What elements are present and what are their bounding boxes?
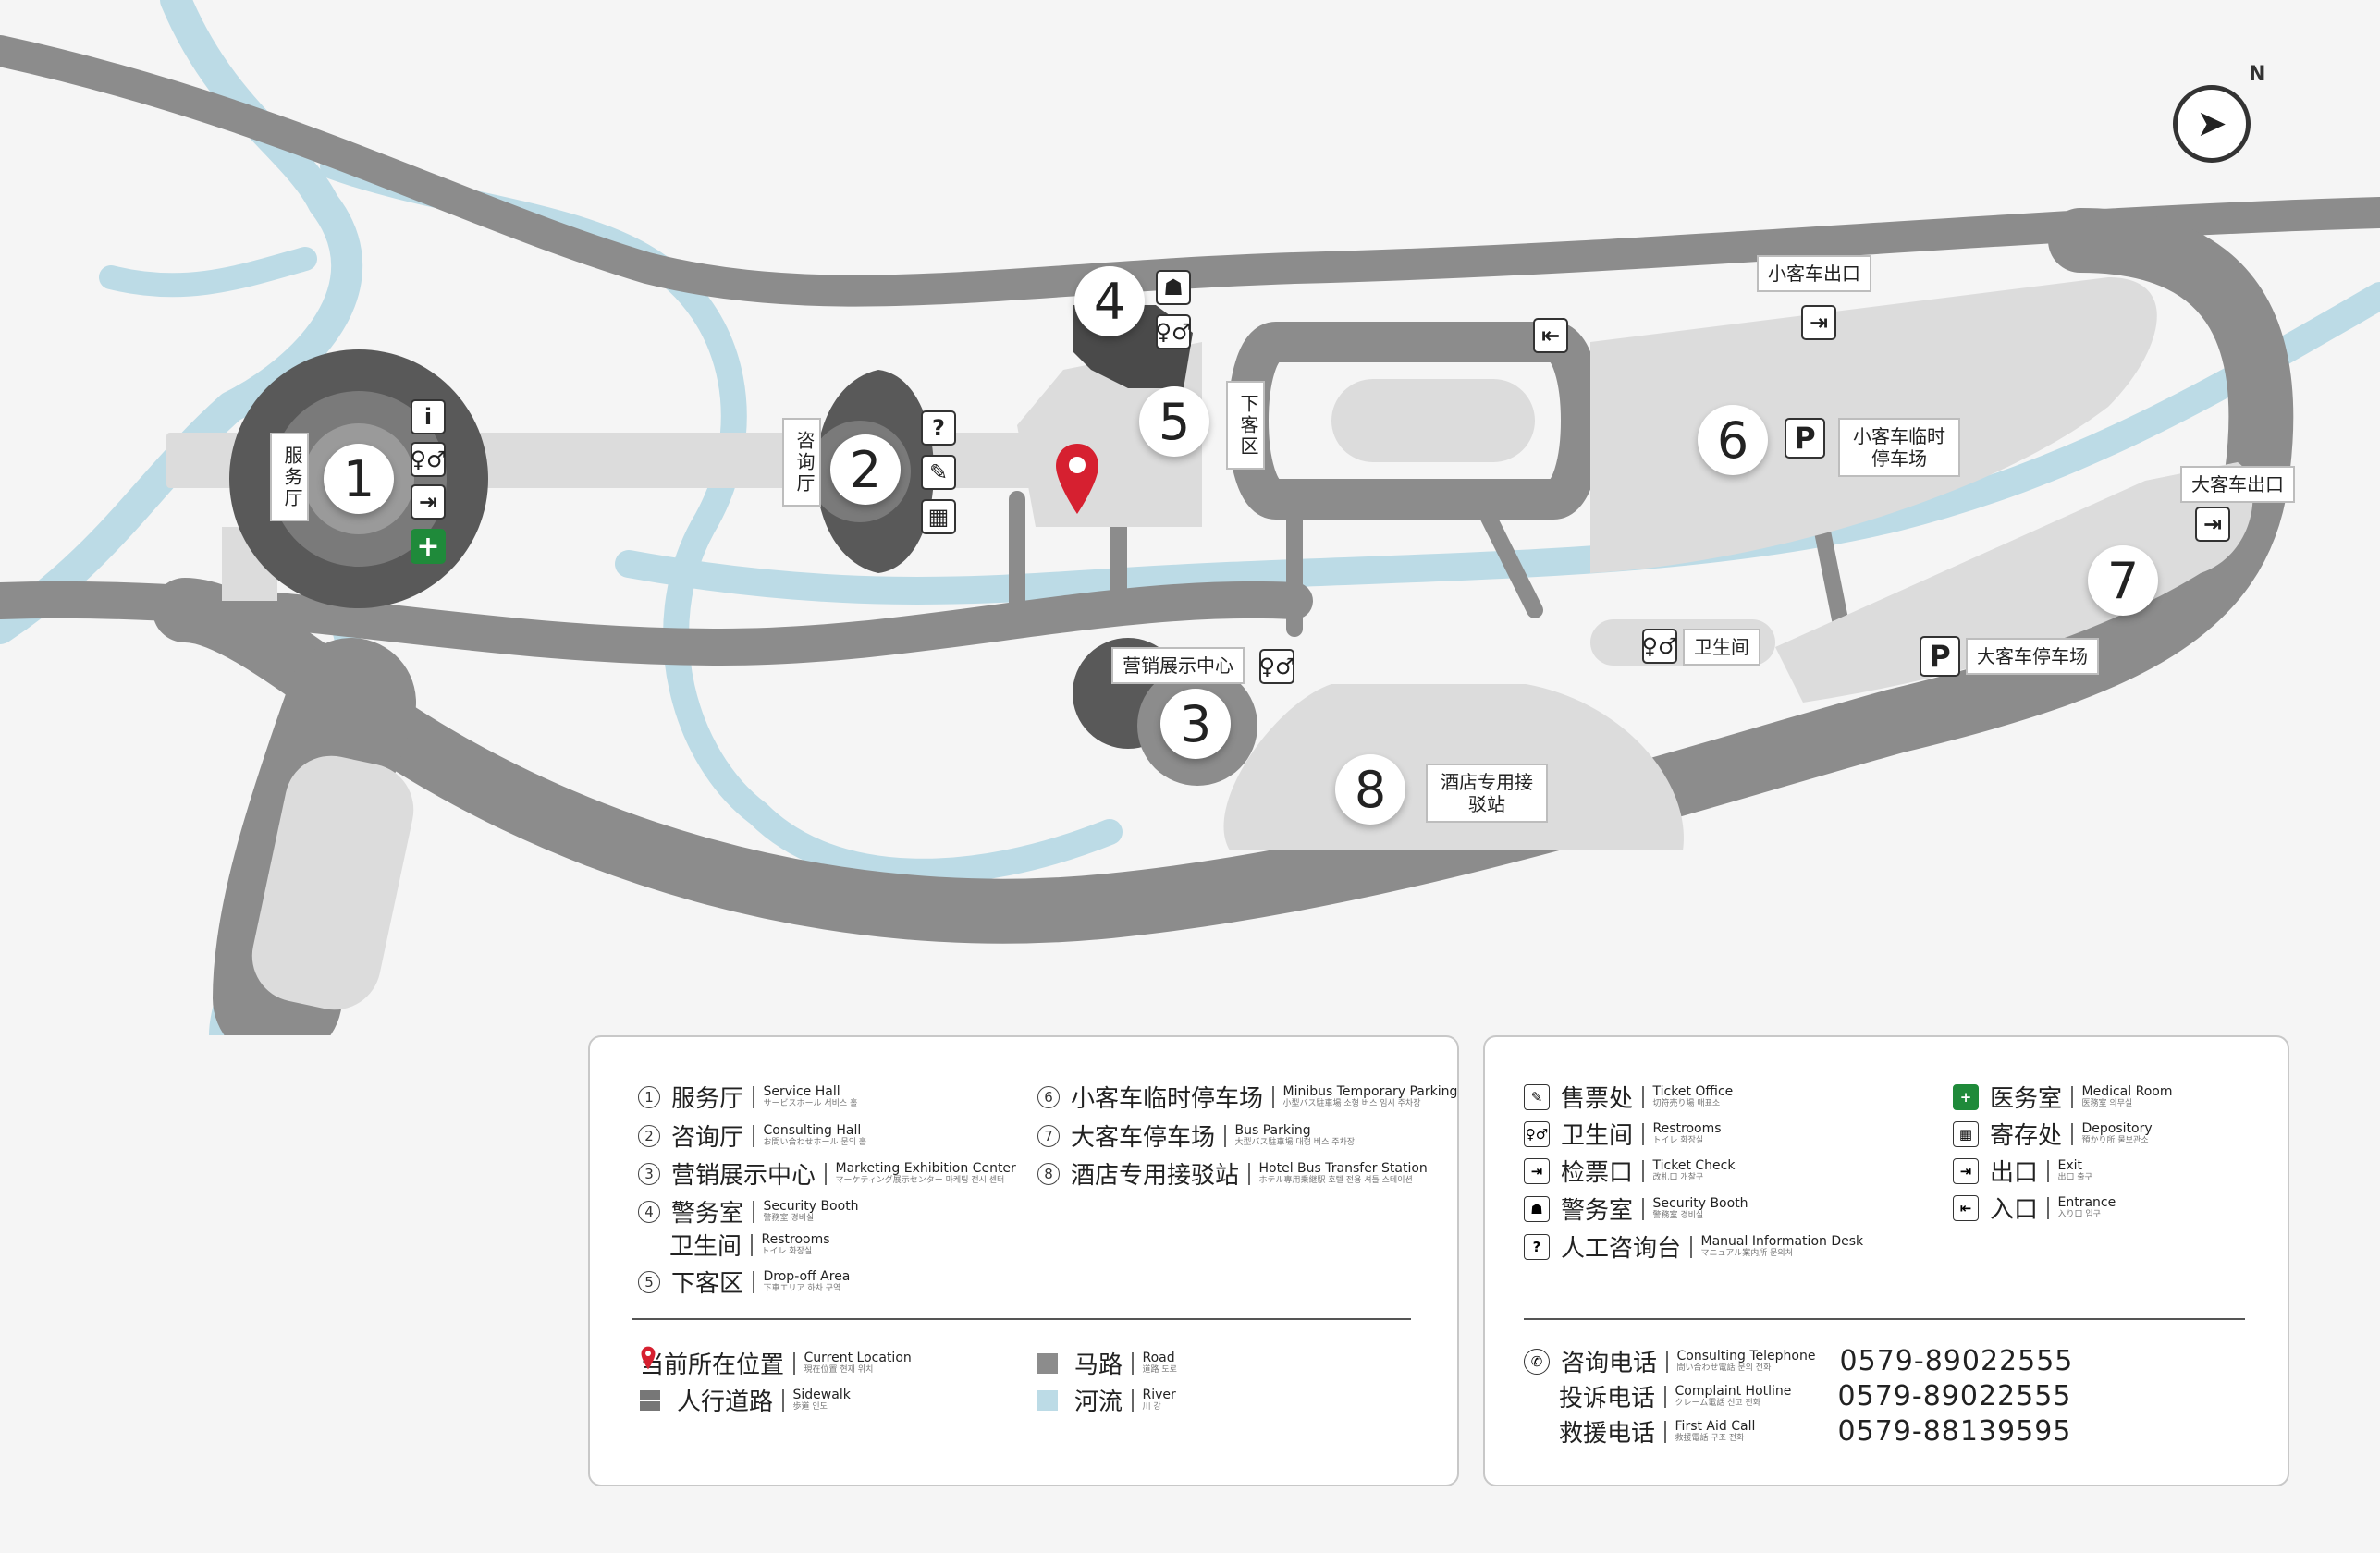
label-marketing-center: 营销展示中心 xyxy=(1111,647,1245,684)
river-swatch xyxy=(1037,1389,1058,1411)
ticket-check-icon[interactable]: ⇥ xyxy=(411,484,446,520)
legend-number: 1 xyxy=(638,1085,660,1108)
label-minibus-exit: 小客车出口 xyxy=(1757,255,1871,292)
parking-icon[interactable]: P xyxy=(1785,418,1825,459)
area-marker-6[interactable]: 6 xyxy=(1698,405,1768,475)
parking-lot-7 xyxy=(1775,462,2253,703)
question-icon[interactable]: ? xyxy=(921,410,956,446)
restroom-icon[interactable]: ♀♂ xyxy=(1258,649,1295,684)
question-icon: ? xyxy=(1524,1233,1550,1260)
phone-number[interactable]: 0579-89022555 xyxy=(1837,1380,2072,1412)
area-marker-8[interactable]: 8 xyxy=(1335,754,1405,825)
label-minibus-parking: 小客车临时停车场 xyxy=(1838,418,1960,477)
legend-divider xyxy=(632,1318,1411,1320)
exit-icon[interactable]: ⇥ xyxy=(1801,305,1836,340)
ticket-check-icon: ⇥ xyxy=(1524,1157,1550,1184)
restroom-icon: ♀♂ xyxy=(1524,1120,1550,1147)
restroom-icon[interactable]: ♀♂ xyxy=(1641,629,1678,664)
label-service-hall: 服务厅 xyxy=(270,433,309,521)
compass-icon: ➤ xyxy=(2173,85,2251,163)
area-marker-4[interactable]: 4 xyxy=(1074,266,1145,336)
entrance-icon: ⇤ xyxy=(1953,1194,1979,1221)
entrance-icon[interactable]: ⇤ xyxy=(1533,318,1568,353)
map-canvas xyxy=(0,0,2380,1035)
depository-icon[interactable]: ▦ xyxy=(921,499,956,534)
ticket-office-icon: ✎ xyxy=(1524,1083,1550,1110)
road-west xyxy=(0,581,1313,666)
depository-icon: ▦ xyxy=(1953,1120,1979,1147)
map-pin-icon xyxy=(641,1346,656,1370)
restroom-icon[interactable]: ♀♂ xyxy=(410,442,447,477)
security-icon[interactable]: ☗ xyxy=(1156,270,1191,305)
road-main-north xyxy=(0,35,2380,307)
legend-divider xyxy=(1524,1318,2245,1320)
security-icon: ☗ xyxy=(1524,1195,1550,1222)
phone-icon: ✆ xyxy=(1524,1348,1550,1375)
medical-icon[interactable]: + xyxy=(411,529,446,564)
area-marker-5[interactable]: 5 xyxy=(1139,386,1209,457)
road-swatch xyxy=(1037,1352,1058,1374)
road-branch xyxy=(1009,472,1858,674)
restroom-icon[interactable]: ♀♂ xyxy=(1155,314,1192,349)
label-restroom: 卫生间 xyxy=(1683,629,1760,666)
phone-number[interactable]: 0579-88139595 xyxy=(1837,1415,2072,1448)
phone-number[interactable]: 0579-89022555 xyxy=(1839,1345,2074,1377)
river xyxy=(99,247,317,298)
label-bus-parking: 大客车停车场 xyxy=(1966,638,2099,675)
compass-north-mark: N xyxy=(2249,63,2266,86)
medical-icon: + xyxy=(1953,1083,1979,1110)
area-marker-3[interactable]: 3 xyxy=(1160,689,1231,759)
info-icon[interactable]: i xyxy=(411,399,446,434)
exit-icon[interactable]: ⇥ xyxy=(2195,507,2230,542)
river xyxy=(615,282,2380,605)
label-consulting-hall: 咨询厅 xyxy=(782,418,821,507)
exit-icon: ⇥ xyxy=(1953,1157,1979,1184)
loop-center xyxy=(1331,379,1535,462)
area-marker-7[interactable]: 7 xyxy=(2088,545,2158,616)
legend-panel-areas xyxy=(588,1035,1459,1486)
legend-panel-facilities xyxy=(1483,1035,2289,1486)
sidewalk-swatch xyxy=(640,1389,660,1411)
area-marker-1[interactable]: 1 xyxy=(324,444,394,514)
ticket-office-icon[interactable]: ✎ xyxy=(921,455,956,490)
area-marker-2[interactable]: 2 xyxy=(830,434,901,505)
parking-south xyxy=(251,755,414,1010)
label-drop-off: 下客区 xyxy=(1226,381,1265,470)
map-pin-icon xyxy=(1056,444,1098,514)
parking-icon[interactable]: P xyxy=(1920,636,1960,677)
label-hotel-station: 酒店专用接驳站 xyxy=(1426,764,1548,823)
label-bus-exit: 大客车出口 xyxy=(2180,466,2295,503)
